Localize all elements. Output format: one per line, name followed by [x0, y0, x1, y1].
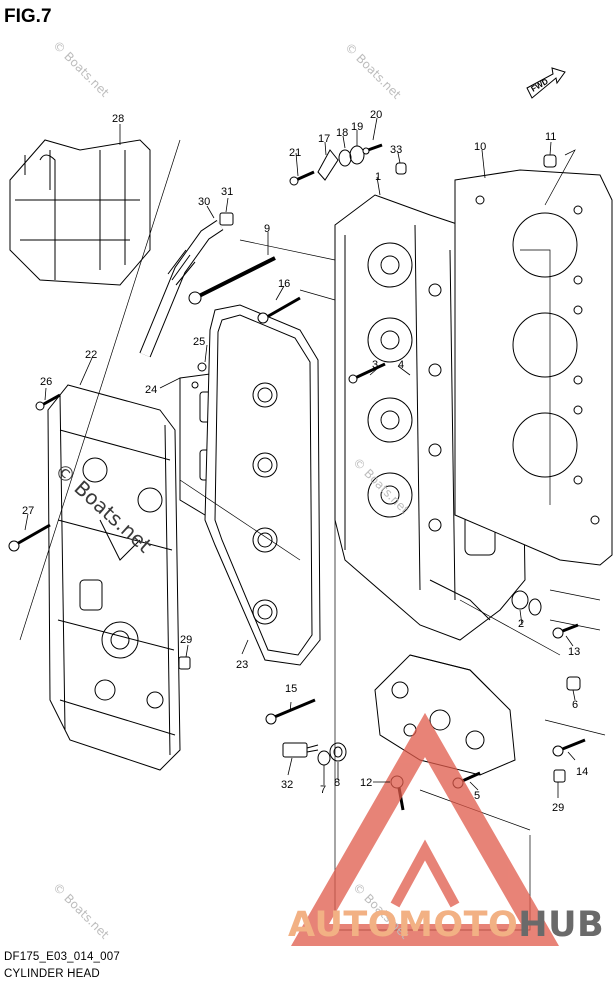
part-23-cover-gasket — [204, 304, 321, 666]
part-30-hose — [139, 220, 224, 358]
document-title: CYLINDER HEAD — [4, 968, 100, 980]
callout-29-right: 29 — [552, 802, 564, 814]
callout-20: 20 — [370, 109, 382, 121]
callout-31: 31 — [221, 186, 233, 198]
callout-8: 8 — [334, 777, 340, 789]
callout-32: 32 — [281, 779, 293, 791]
callout-3: 3 — [372, 359, 378, 371]
callout-26: 26 — [40, 376, 52, 388]
callout-15: 15 — [285, 683, 297, 695]
callout-6: 6 — [572, 699, 578, 711]
callout-22: 22 — [85, 349, 97, 361]
callout-12: 12 — [360, 777, 372, 789]
callout-2: 2 — [518, 618, 524, 630]
callout-30: 30 — [198, 196, 210, 208]
washers — [317, 145, 542, 766]
logo-text-part1: AUTOMOTO — [288, 905, 519, 945]
figure-title: FIG.7 — [4, 6, 52, 27]
callout-29-left: 29 — [180, 634, 192, 646]
fwd-arrow-icon: FWD — [526, 67, 566, 99]
automotohub-logo: AUTOMOTOHUB — [288, 905, 604, 945]
callout-labels: 1 2 3 4 5 6 7 8 9 10 11 12 13 14 15 16 1… — [22, 109, 588, 814]
callout-23: 23 — [236, 659, 248, 671]
part-10-head-gasket — [454, 169, 613, 566]
part-32-sensor — [282, 742, 319, 758]
callout-21: 21 — [289, 147, 301, 159]
callout-7: 7 — [320, 784, 326, 796]
callout-28: 28 — [112, 113, 124, 125]
callout-27: 27 — [22, 505, 34, 517]
document-code: DF175_E03_014_007 — [4, 951, 120, 963]
leader-lines — [24, 117, 576, 798]
watermark-triangle — [290, 712, 560, 946]
callout-18: 18 — [336, 127, 348, 139]
callout-4: 4 — [398, 359, 404, 371]
callout-11: 11 — [545, 131, 556, 143]
callout-24: 24 — [145, 384, 157, 396]
callout-16: 16 — [278, 278, 290, 290]
callout-33: 33 — [390, 144, 402, 156]
part-28-cover — [9, 139, 151, 286]
callout-10: 10 — [474, 141, 486, 153]
callout-13: 13 — [568, 646, 580, 658]
callout-14: 14 — [576, 766, 588, 778]
part-22-cam-cover — [47, 384, 181, 771]
callout-9: 9 — [264, 223, 270, 235]
small-parts — [178, 149, 581, 783]
callout-5: 5 — [474, 790, 480, 802]
callout-1: 1 — [375, 171, 381, 183]
callout-17: 17 — [318, 133, 330, 145]
callout-19: 19 — [351, 121, 363, 133]
callout-25: 25 — [193, 336, 205, 348]
logo-text-part2: HUB — [518, 905, 605, 945]
